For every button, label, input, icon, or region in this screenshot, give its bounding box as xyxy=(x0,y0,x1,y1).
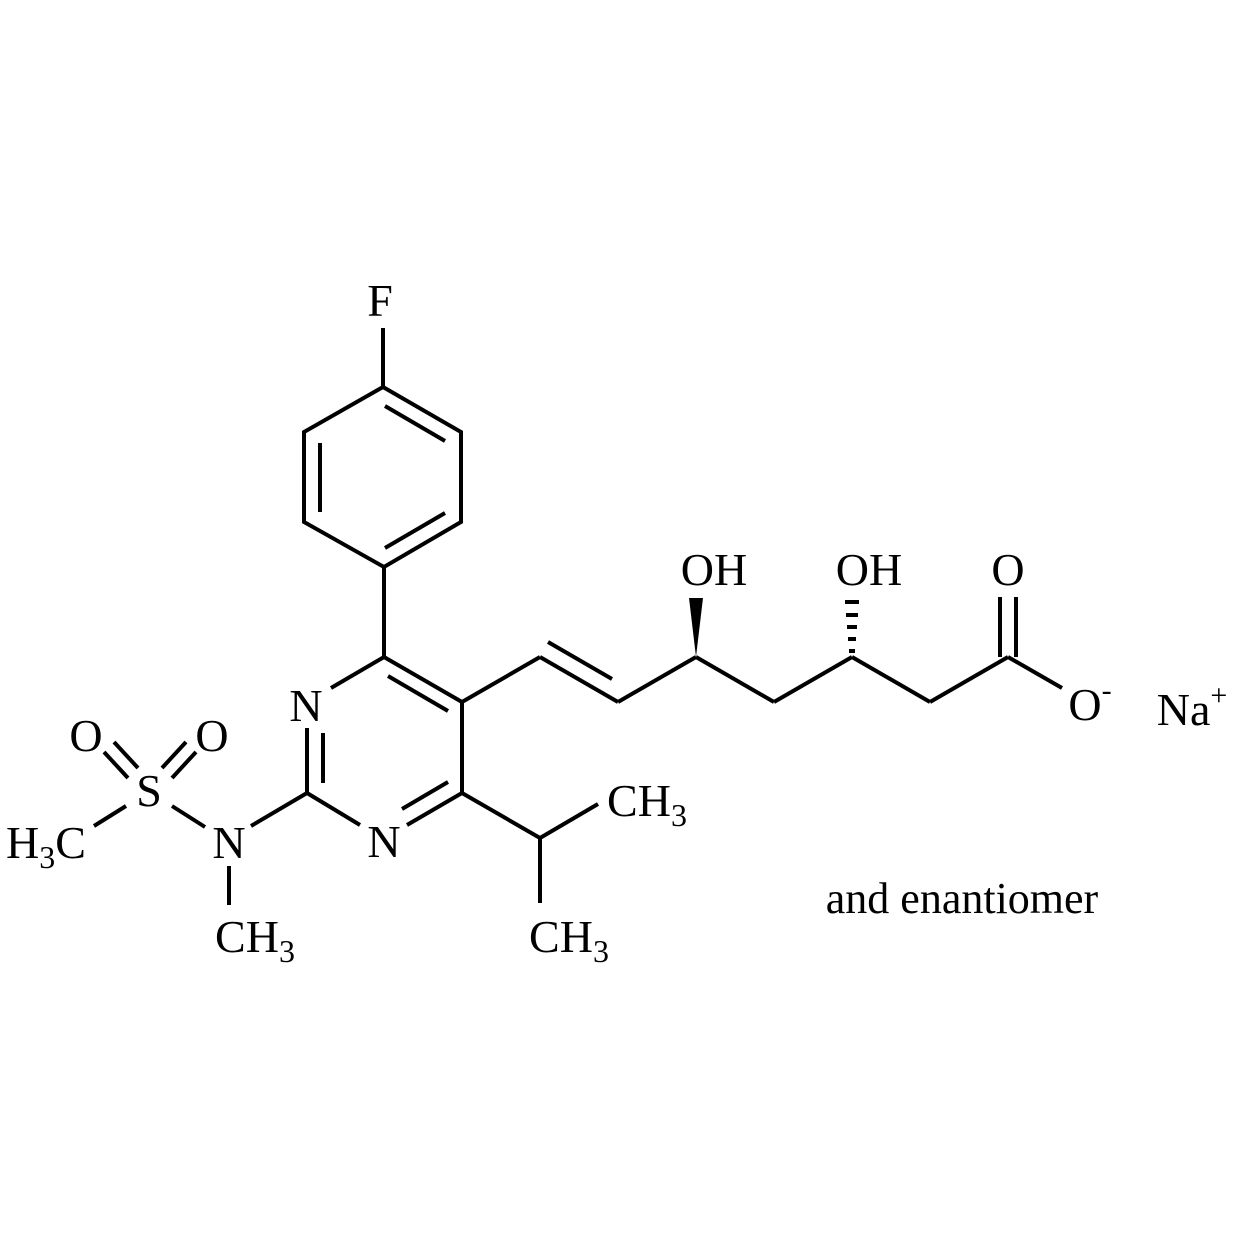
methyl-label: CH3 xyxy=(607,775,687,833)
enantiomer-note: and enantiomer xyxy=(826,874,1099,923)
bond-n-s xyxy=(170,804,207,829)
bond-n1-c2 xyxy=(305,791,362,827)
bond-alkene-inner xyxy=(546,640,614,681)
bond-c4-n3 xyxy=(329,655,386,690)
bond-c-o-single xyxy=(1007,655,1063,690)
bond-chain xyxy=(929,655,1009,704)
bond-s-o-right-2 xyxy=(170,750,198,780)
bond-ch-methyl-upper xyxy=(538,802,600,840)
atom-nitrogen: N xyxy=(212,817,245,868)
methyl-label: CH3 xyxy=(529,911,609,969)
bond-chain xyxy=(773,655,853,704)
carboxylate-oxygen: O- xyxy=(1068,674,1111,730)
pyrimidine-ring xyxy=(305,655,464,827)
bond-c6-n1-inner xyxy=(400,780,450,811)
bond-s-methyl xyxy=(92,804,128,828)
bond-chain xyxy=(851,655,931,704)
bond-c4-c5-inner xyxy=(386,674,450,713)
aromatic-inner-bond xyxy=(383,511,447,550)
atom-oxygen: O xyxy=(195,710,228,761)
atom-fluorine: F xyxy=(367,275,393,326)
isopropyl-group xyxy=(461,791,600,903)
atom-sulfur: S xyxy=(136,765,162,816)
atom-oxygen: O xyxy=(991,544,1024,595)
bond-c4-c5 xyxy=(383,655,463,704)
bond-chain xyxy=(617,655,697,704)
wedge-bond xyxy=(689,598,703,657)
sulfonamide-group xyxy=(92,740,309,905)
methyl-label: H3C xyxy=(6,817,86,875)
atom-oxygen: O xyxy=(69,710,102,761)
aromatic-inner-bond xyxy=(383,404,447,443)
hydroxyl-label: OH xyxy=(836,544,902,595)
atom-nitrogen: N xyxy=(289,680,322,731)
sodium-ion: Na+ xyxy=(1157,679,1228,735)
hashed-wedge-bond xyxy=(845,600,859,653)
fluorophenyl-ring xyxy=(302,328,463,657)
bond-chain xyxy=(695,655,775,704)
bond-s-o-left xyxy=(102,750,130,780)
bond-c6-n1 xyxy=(405,791,464,827)
hydroxyl-label: OH xyxy=(681,544,747,595)
bond-c6-ch xyxy=(461,791,541,840)
bond-alkene xyxy=(539,655,619,704)
heptenoate-chain xyxy=(461,597,1063,704)
methyl-label: CH3 xyxy=(215,911,295,969)
atom-nitrogen: N xyxy=(367,816,400,867)
bond-s-o-left-2 xyxy=(112,740,140,770)
bond-s-o-right xyxy=(160,740,188,770)
bond-c2-n xyxy=(249,791,309,828)
bond-chain xyxy=(461,655,541,704)
